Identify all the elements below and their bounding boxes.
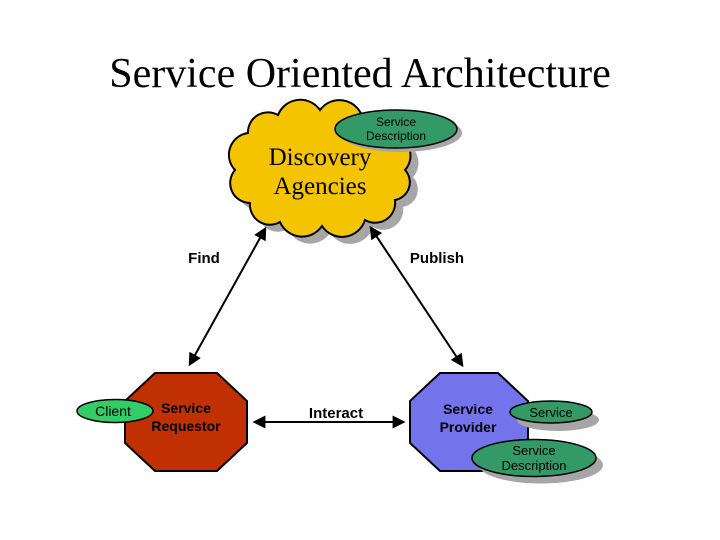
top-service-description-label-line1: Service [376, 115, 416, 129]
publish-arrow [369, 225, 464, 368]
discovery-agencies-label-line2: Agencies [273, 173, 366, 200]
client-ellipse [76, 398, 154, 424]
service-provider-label-line1: Service [443, 401, 493, 417]
discovery-agencies-label-line1: Discovery [269, 144, 372, 171]
slide-title: Service Oriented Architecture [109, 51, 610, 97]
interact-label: Interact [309, 405, 363, 422]
top-service-description-ellipse [334, 109, 458, 149]
service-label: Service [529, 405, 572, 420]
service-ellipse [509, 400, 593, 424]
client-label: Client [95, 403, 131, 419]
service-requestor-label-line2: Requestor [151, 418, 221, 434]
top-service-description-label-line2: Description [366, 129, 426, 143]
publish-label: Publish [410, 250, 464, 267]
service-requestor-label-line1: Service [161, 400, 211, 416]
find-arrow [188, 226, 267, 367]
find-label: Find [188, 250, 220, 267]
bottom-service-description-label-line2: Description [501, 458, 566, 473]
service-provider-label-line2: Provider [440, 419, 497, 435]
bottom-service-description-label-line1: Service [512, 443, 555, 458]
bottom-service-description-ellipse [471, 438, 597, 478]
